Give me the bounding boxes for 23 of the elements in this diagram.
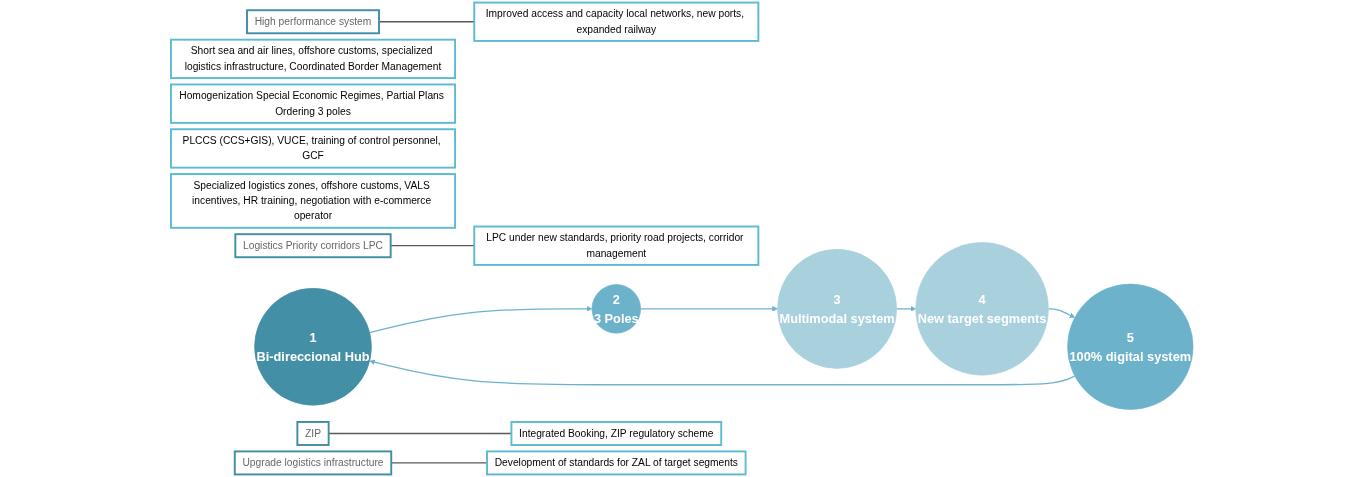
node-circle: 3 Multimodal system <box>777 249 897 369</box>
node-box: Improved access and capacity local networks, new ports, expanded railway <box>473 1 760 42</box>
arrow <box>369 306 593 334</box>
node-circle: 1 Bi-direccional Hub <box>254 288 372 406</box>
node-box: High performance system <box>246 9 380 35</box>
connector <box>390 245 475 247</box>
node-box: PLCCS (CCS+GIS), VUCE, training of control personnel, GCF <box>170 128 456 169</box>
node-box: Homogenization Special Economic Regimes, Partial Plans Ordering 3 poles <box>170 83 456 124</box>
node-circle: 4 New target segments <box>915 242 1049 376</box>
node-box: Integrated Booking, ZIP regulatory scheme <box>510 421 723 446</box>
arrow <box>640 306 778 312</box>
node-circle: 2 3 Poles <box>591 284 641 334</box>
arrow <box>1047 308 1075 318</box>
node-box: Development of standards for ZAL of target segments <box>486 450 747 476</box>
node-box: Upgrade logistics infrastructure <box>233 450 393 476</box>
node-box: LPC under new standards, priority road projects, corridor management <box>473 225 760 266</box>
node-box: Logistics Priority corridors LPC <box>234 233 392 259</box>
node-circle: 5 100% digital system <box>1067 283 1194 410</box>
node-box: Specialized logistics zones, offshore customs, VALS incentives, HR training, negotiation with e-commerce operator <box>170 173 456 229</box>
node-box: Short sea and air lines, offshore customs, specialized logistics infrastructure, Coordinated Border Management <box>170 38 456 80</box>
arrow <box>369 359 1076 386</box>
arrow <box>895 306 917 312</box>
node-box: ZIP <box>296 421 330 446</box>
